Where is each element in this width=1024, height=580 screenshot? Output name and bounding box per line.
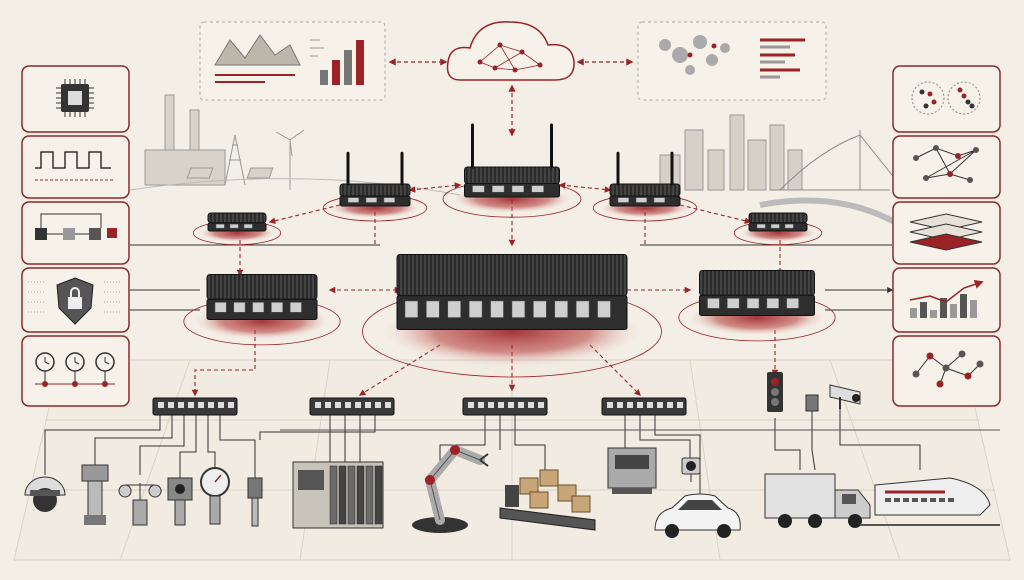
logic-flow-icon [21,201,130,265]
conveyor-boxes-icon [499,469,596,531]
field-wiring [44,405,1000,505]
traffic-light-icon [767,372,819,412]
switch-machines [601,397,687,416]
analytics-dashboard-icon [199,21,386,101]
node-graph-icon [892,335,1001,407]
central-edge-gateway [362,254,662,378]
bus-lines [130,244,892,311]
factory-skyline-icon [129,94,461,196]
plc-rack-icon [292,461,384,529]
cloud-uplink-router [442,123,582,218]
security-camera-icon [681,457,701,482]
square-wave-signal-icon [21,135,130,199]
pressure-transmitter-icon [81,464,109,525]
cloud-links [388,58,634,137]
processor-chip-icon [21,65,130,133]
cluster-scatter-icon [892,65,1001,133]
left-mini-gateway [192,212,282,246]
stacked-layers-icon [892,201,1001,265]
cctv-camera-icon [829,384,861,409]
bar-trend-chart-icon [892,267,1001,333]
left-capability-panels [21,65,130,407]
probe-sensor-icon [247,477,263,527]
right-mini-gateway [733,212,823,246]
world-map-dashboard-icon [637,21,827,101]
right-wireless-router [592,151,698,222]
timer-clocks-icon [21,335,130,407]
padlock-shield-icon [21,267,130,333]
anemometer-icon [118,483,162,526]
left-edge-box [183,274,341,346]
left-wireless-router [322,151,428,222]
industrial-machine-icon [607,447,657,494]
network-switches [152,397,687,416]
dome-camera-icon [24,476,66,512]
right-capability-panels [892,65,1001,407]
robot-arm-icon [412,444,489,533]
truck-icon [764,473,871,528]
gateway-links [191,182,784,397]
pressure-gauge-icon [200,467,230,525]
bullet-train-icon [860,477,1000,526]
cloud-network-icon [446,21,575,81]
switch-robotics [462,397,548,416]
mesh-network-icon [892,135,1001,199]
level-sensor-icon [167,477,193,526]
switch-sensors [152,397,238,416]
car-icon [654,493,741,538]
field-devices [24,372,1000,538]
city-bridge-skyline-icon [659,114,902,228]
switch-plc [309,397,395,416]
gateway-devices [183,123,836,378]
right-edge-box [678,270,836,342]
